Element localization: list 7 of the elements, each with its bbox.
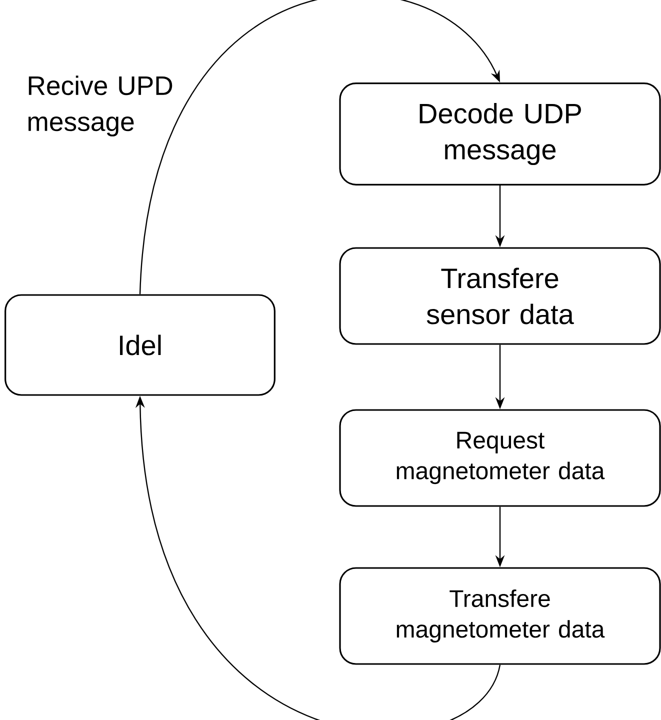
process-box: Transfere magnetometer data <box>339 567 661 665</box>
process-box: Idel <box>4 294 276 396</box>
process-box: Request magnetometer data <box>339 409 661 507</box>
process-box: Decode UDP message <box>339 82 661 186</box>
edge-label: Recive UPD message <box>28 76 172 136</box>
process-box: Transfere sensor data <box>339 247 661 345</box>
arrow <box>139 0 500 294</box>
